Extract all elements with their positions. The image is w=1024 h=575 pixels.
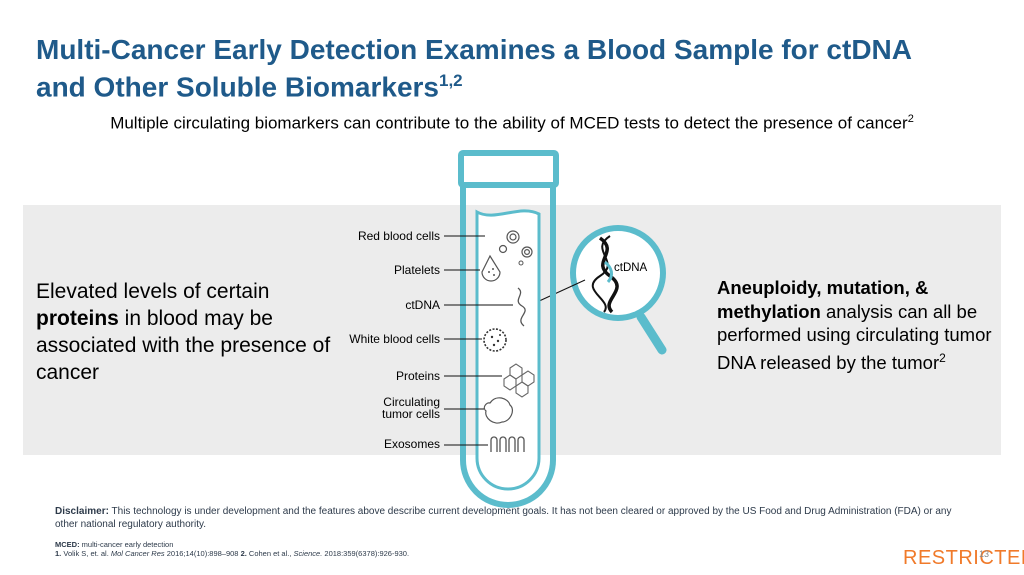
red-blood-cells-icon xyxy=(498,230,533,258)
ref1-number: 1. xyxy=(55,549,62,558)
tube-cap-icon xyxy=(458,150,559,188)
magnifier-lens-icon xyxy=(570,225,666,321)
label-circulating-tumor-cells: Circulating tumor cells xyxy=(300,396,440,420)
label-platelets: Platelets xyxy=(393,263,440,277)
ref1-details: 2016;14(10):898–908 xyxy=(164,549,241,558)
ref1-journal: Mol Cancer Res xyxy=(110,549,165,558)
proteins-statement-bold: proteins xyxy=(36,307,119,330)
proteins-statement: Elevated levels of certain proteins in b… xyxy=(36,278,336,386)
tumor-cell-icon xyxy=(483,397,514,424)
proteins-statement-part2: in blood may be associated with the pres… xyxy=(36,307,331,384)
abbreviation-label: MCED: xyxy=(55,540,80,549)
ref2-details: 2018:359(6378):926-930. xyxy=(322,549,410,558)
magnifier-ctdna-label: ctDNA xyxy=(614,262,648,274)
white-blood-cell-icon xyxy=(483,328,507,352)
ctdna-statement: Aneuploidy, mutation, & methylation anal… xyxy=(717,276,1007,374)
platelets-icon xyxy=(481,254,524,282)
exosomes-icon xyxy=(490,436,525,452)
proteins-statement-part1: Elevated levels of certain xyxy=(36,280,270,303)
proteins-icon xyxy=(503,363,535,398)
label-ctc-line1: Circulating xyxy=(383,395,440,409)
title-superscript: 1,2 xyxy=(439,71,463,90)
ref2-authors: Cohen et al., xyxy=(246,549,294,558)
title-line1: Multi-Cancer Early Detection Examines a … xyxy=(36,34,912,65)
slide-subtitle: Multiple circulating biomarkers can cont… xyxy=(0,113,1024,134)
label-ctc-line2: tumor cells xyxy=(381,407,440,421)
abbreviation-note: MCED: multi-cancer early detection xyxy=(55,540,173,549)
ref2-journal: Science. xyxy=(293,549,323,558)
ctdna-strand-icon xyxy=(517,287,526,327)
restricted-classification: RESTRICTED xyxy=(903,547,1024,569)
tube-body-icon xyxy=(460,187,556,508)
label-ctdna: ctDNA xyxy=(405,298,440,312)
ctdna-statement-bold: Aneuploidy, mutation, & methylation xyxy=(717,277,929,322)
ref1-authors: Volik S, et. al. xyxy=(61,549,111,558)
label-white-blood-cells: White blood cells xyxy=(349,332,440,346)
ctdna-statement-superscript: 2 xyxy=(939,350,946,365)
page-number: 13 xyxy=(979,549,990,559)
magnifier-handle-icon xyxy=(636,312,667,355)
disclaimer-text: This technology is under development and… xyxy=(55,506,952,530)
disclaimer-label: Disclaimer: xyxy=(55,506,109,517)
ctdna-statement-part2: analysis can all be performed using circ… xyxy=(717,300,992,373)
subtitle-text: Multiple circulating biomarkers can cont… xyxy=(110,113,908,133)
references: 1. Volik S, et. al. Mol Cancer Res 2016;… xyxy=(55,549,409,558)
disclaimer: Disclaimer: This technology is under dev… xyxy=(55,505,955,531)
label-leader-lines xyxy=(444,235,513,446)
magnifier-pointer-line xyxy=(536,279,586,303)
subtitle-superscript: 2 xyxy=(907,113,914,125)
abbreviation-text: multi-cancer early detection xyxy=(79,540,174,549)
ref2-number: 2. xyxy=(240,549,247,558)
dna-helix-icon xyxy=(591,235,619,314)
slide-title: Multi-Cancer Early Detection Examines a … xyxy=(36,34,996,102)
label-red-blood-cells: Red blood cells xyxy=(357,229,440,243)
label-exosomes: Exosomes xyxy=(383,437,440,451)
label-proteins: Proteins xyxy=(395,369,440,383)
title-line2: and Other Soluble Biomarkers xyxy=(36,71,439,103)
